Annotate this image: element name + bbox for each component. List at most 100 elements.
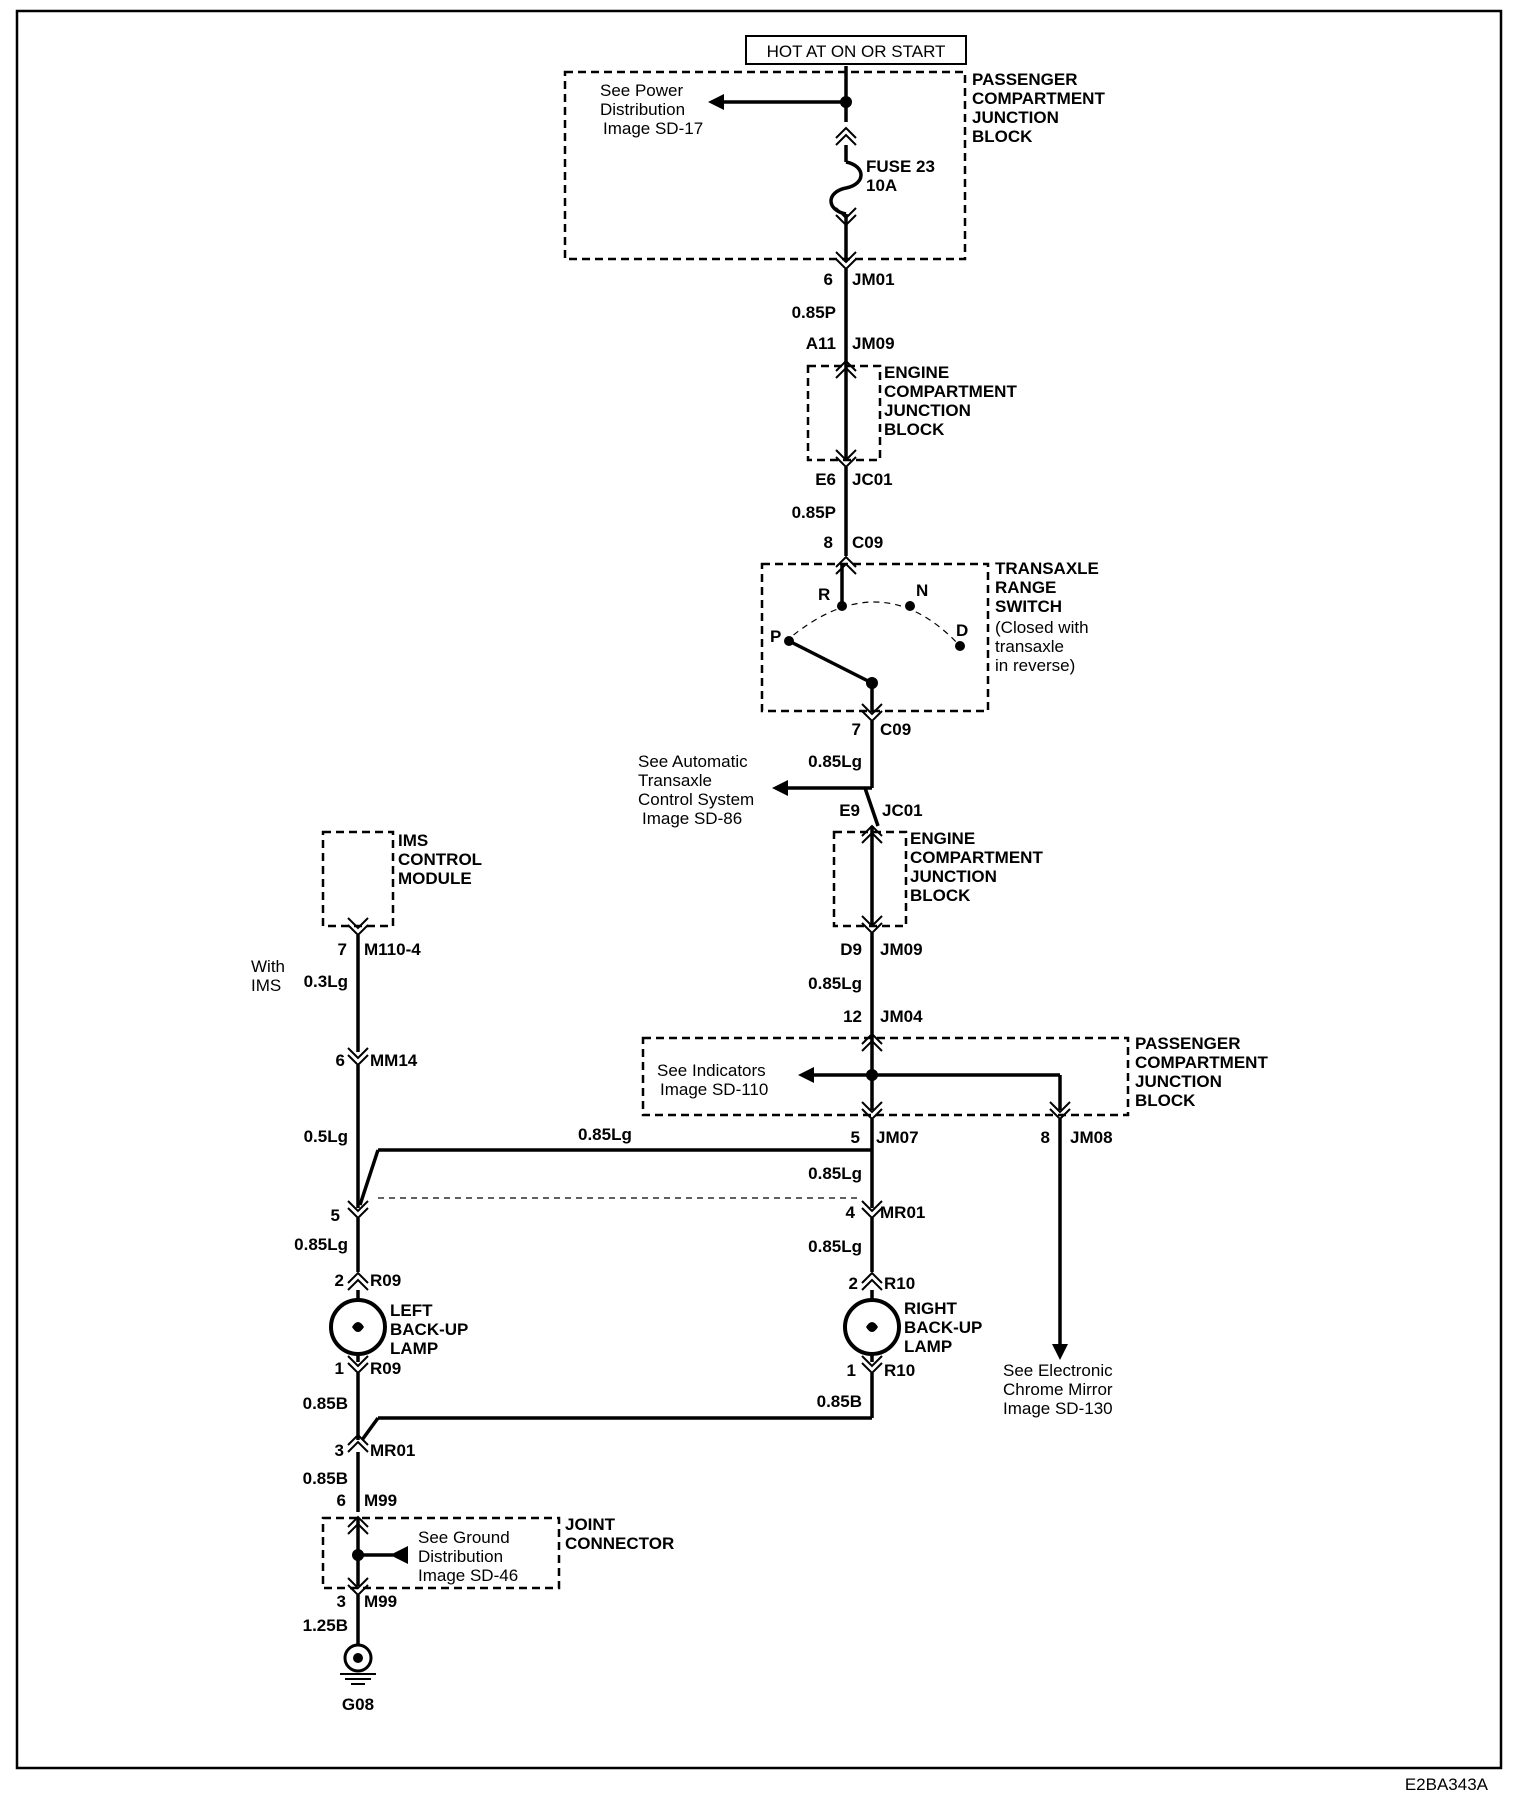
svg-text:HOT AT ON OR START: HOT AT ON OR START — [767, 42, 946, 61]
svg-text:M99: M99 — [364, 1592, 397, 1611]
svg-text:LEFT: LEFT — [390, 1301, 433, 1320]
arrow-left-icon — [798, 1067, 814, 1083]
passenger-junction-block-top: PASSENGER COMPARTMENT JUNCTION BLOCK — [563, 70, 1105, 261]
connector-r09-bottom: 1 R09 — [335, 1359, 402, 1378]
arrow-left-icon — [390, 1546, 408, 1564]
svg-text:COMPARTMENT: COMPARTMENT — [1135, 1053, 1268, 1072]
svg-text:See Automatic: See Automatic — [638, 752, 748, 771]
svg-text:CONNECTOR: CONNECTOR — [565, 1534, 674, 1553]
svg-text:COMPARTMENT: COMPARTMENT — [884, 382, 1017, 401]
see-indicators-ref: See Indicators Image SD-110 — [657, 1061, 768, 1099]
ground-label: G08 — [342, 1695, 374, 1714]
svg-text:6: 6 — [337, 1491, 346, 1510]
svg-text:TRANSAXLE: TRANSAXLE — [995, 559, 1099, 578]
wire-label: 0.85Lg — [808, 752, 862, 771]
connector-r10-bottom: 1 R10 — [847, 1361, 916, 1380]
wire-label: 0.85P — [792, 303, 836, 322]
svg-text:CONTROL: CONTROL — [398, 850, 482, 869]
svg-text:JOINT: JOINT — [565, 1515, 616, 1534]
wire-label: 0.85B — [303, 1469, 348, 1488]
svg-text:JM08: JM08 — [1070, 1128, 1113, 1147]
svg-text:6: 6 — [336, 1051, 345, 1070]
svg-text:7: 7 — [338, 940, 347, 959]
svg-text:JM01: JM01 — [852, 270, 895, 289]
splice-dot — [840, 96, 852, 108]
svg-text:JUNCTION: JUNCTION — [910, 867, 997, 886]
svg-text:LAMP: LAMP — [390, 1339, 438, 1358]
svg-text:SWITCH: SWITCH — [995, 597, 1062, 616]
connector-c09-bottom: 7 C09 — [852, 720, 912, 739]
svg-text:JUNCTION: JUNCTION — [1135, 1072, 1222, 1091]
svg-text:RANGE: RANGE — [995, 578, 1056, 597]
connector-r10-top: 2 R10 — [849, 1274, 916, 1293]
svg-text:BACK-UP: BACK-UP — [904, 1318, 982, 1337]
svg-text:JC01: JC01 — [882, 801, 923, 820]
svg-text:See Indicators: See Indicators — [657, 1061, 766, 1080]
joint-connector: JOINT CONNECTOR — [321, 1515, 674, 1590]
svg-text:BLOCK: BLOCK — [910, 886, 971, 905]
diagram-frame — [15, 9, 1503, 1770]
with-ims-note: With IMS — [251, 957, 285, 995]
wire-label: 0.85Lg — [294, 1235, 348, 1254]
connector-mr01-left: 5 — [331, 1206, 340, 1225]
ims-control-module: IMS CONTROL MODULE — [321, 830, 482, 928]
svg-text:R10: R10 — [884, 1274, 915, 1293]
connector-m99-bottom: 3 M99 — [337, 1592, 398, 1611]
svg-text:Image SD-110: Image SD-110 — [660, 1080, 768, 1099]
svg-text:A11: A11 — [806, 334, 836, 353]
svg-text:With: With — [251, 957, 285, 976]
svg-text:JM07: JM07 — [876, 1128, 919, 1147]
svg-text:Distribution: Distribution — [418, 1547, 503, 1566]
connector-c09-top: 8 C09 — [824, 533, 884, 552]
left-backup-lamp: LEFT BACK-UP LAMP — [329, 1298, 468, 1358]
svg-text:6: 6 — [824, 270, 833, 289]
svg-text:BACK-UP: BACK-UP — [390, 1320, 468, 1339]
wire-label: 0.85Lg — [808, 1237, 862, 1256]
svg-text:C09: C09 — [880, 720, 911, 739]
svg-text:R09: R09 — [370, 1359, 401, 1378]
svg-text:2: 2 — [335, 1271, 344, 1290]
see-automatic-transaxle-ref: See Automatic Transaxle Control System I… — [638, 752, 754, 828]
svg-text:Image SD-86: Image SD-86 — [642, 809, 742, 828]
svg-text:MR01: MR01 — [370, 1441, 415, 1460]
figure-id: E2BA343A — [1405, 1775, 1489, 1794]
svg-text:7: 7 — [852, 720, 861, 739]
svg-text:10A: 10A — [866, 176, 897, 195]
switch-position-label: P — [770, 627, 781, 646]
connector-m110-4: 7 M110-4 — [338, 940, 422, 959]
wire-label: 0.85B — [303, 1394, 348, 1413]
svg-text:D9: D9 — [840, 940, 862, 959]
connector-jm09-top: A11 JM09 — [806, 334, 895, 353]
connector-m99-top: 6 M99 — [337, 1491, 398, 1510]
svg-text:C09: C09 — [852, 533, 883, 552]
engine-junction-block-1: ENGINE COMPARTMENT JUNCTION BLOCK — [806, 363, 1017, 462]
svg-text:JM09: JM09 — [852, 334, 895, 353]
see-ground-distribution-ref: See Ground Distribution Image SD-46 — [418, 1528, 518, 1585]
wire-label: 0.5Lg — [304, 1127, 348, 1146]
svg-text:Distribution: Distribution — [600, 100, 685, 119]
svg-text:Image SD-46: Image SD-46 — [418, 1566, 518, 1585]
svg-text:ENGINE: ENGINE — [884, 363, 949, 382]
svg-text:JC01: JC01 — [852, 470, 893, 489]
wire-label: 0.85P — [792, 503, 836, 522]
right-backup-lamp: RIGHT BACK-UP LAMP — [843, 1298, 982, 1356]
ground-icon — [340, 1643, 376, 1685]
svg-text:Control System: Control System — [638, 790, 754, 809]
arrow-left-icon — [772, 780, 788, 796]
svg-text:5: 5 — [851, 1128, 860, 1147]
switch-position-label: R — [818, 585, 830, 604]
fuse-icon — [829, 160, 863, 216]
svg-text:Image SD-17: Image SD-17 — [603, 119, 703, 138]
svg-text:ENGINE: ENGINE — [910, 829, 975, 848]
engine-junction-block-2: ENGINE COMPARTMENT JUNCTION BLOCK — [832, 829, 1043, 928]
svg-text:JM09: JM09 — [880, 940, 923, 959]
connector-jc01-mid: E9 JC01 — [839, 801, 922, 820]
connector-jm07: 5 JM07 — [851, 1128, 919, 1147]
wire-label: 0.85Lg — [808, 974, 862, 993]
svg-text:JUNCTION: JUNCTION — [972, 108, 1059, 127]
svg-text:2: 2 — [849, 1274, 858, 1293]
svg-text:in reverse): in reverse) — [995, 656, 1075, 675]
switch-contact — [788, 639, 873, 685]
svg-text:R09: R09 — [370, 1271, 401, 1290]
wire-label: 0.85Lg — [808, 1164, 862, 1183]
